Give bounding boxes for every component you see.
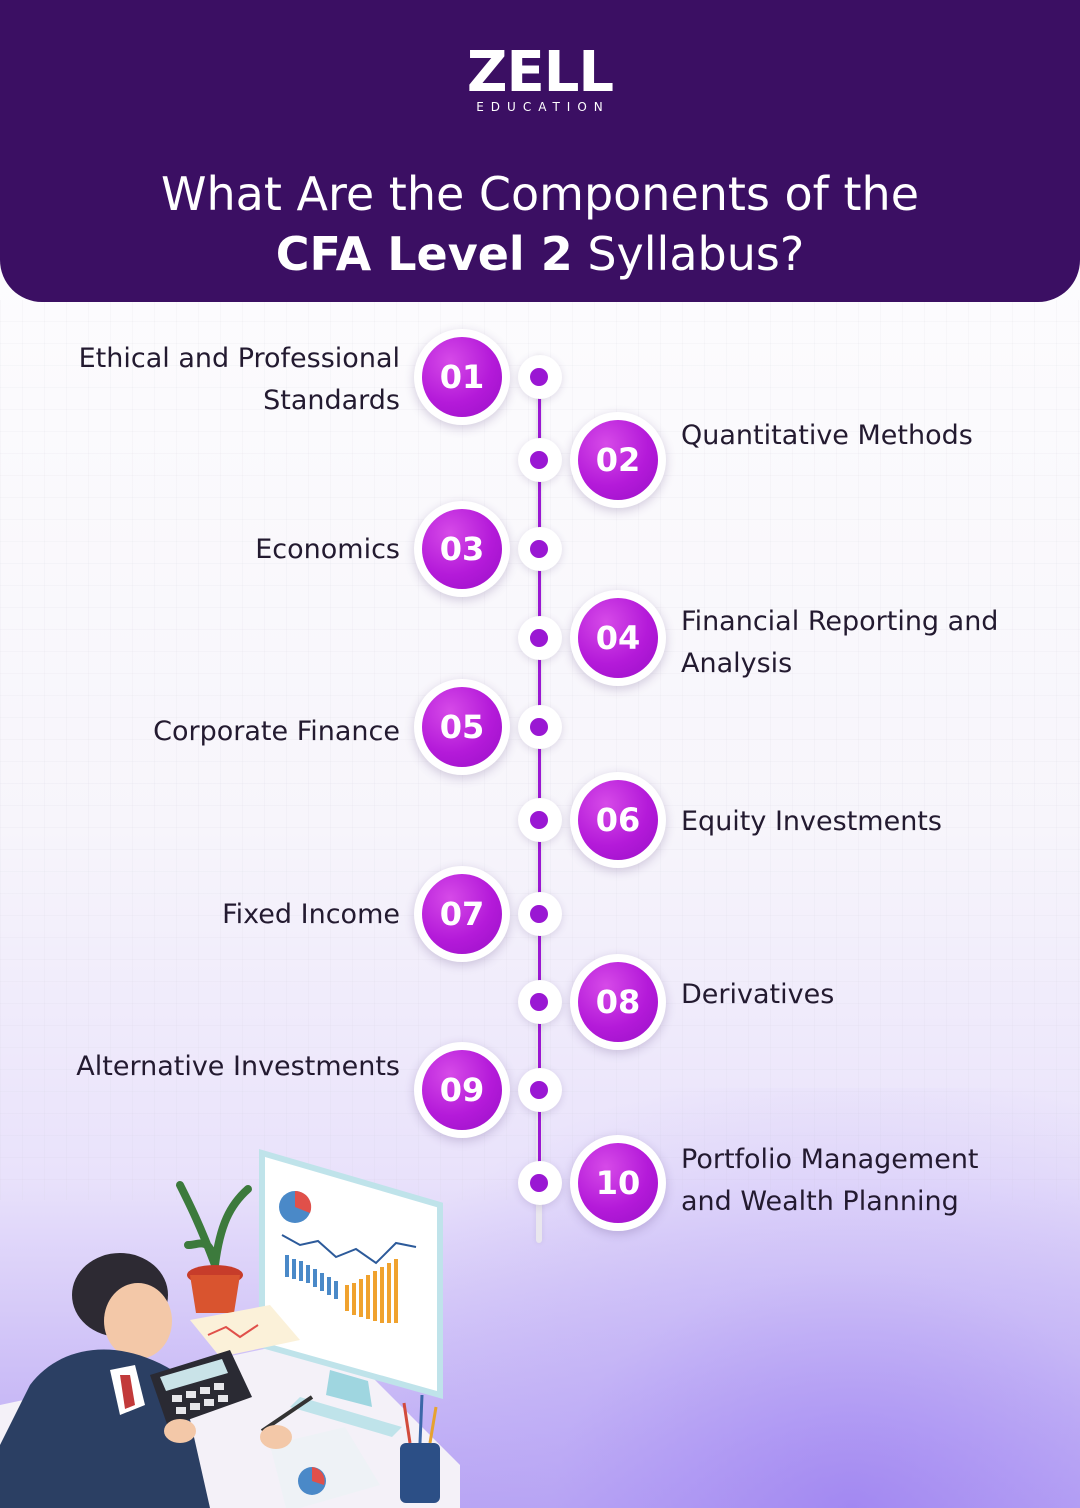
number-badge: 01 <box>414 329 510 425</box>
badge-number: 05 <box>422 687 502 767</box>
timeline-dot <box>528 1172 550 1194</box>
timeline-dot <box>528 1079 550 1101</box>
logo-subtitle: EDUCATION <box>476 100 610 114</box>
syllabus-item-label: Quantitative Methods <box>681 420 973 451</box>
syllabus-item-label: Corporate Finance <box>153 716 400 747</box>
title-rest: Syllabus? <box>572 227 805 281</box>
syllabus-item-label: Economics <box>255 534 400 565</box>
timeline-dot <box>528 903 550 925</box>
number-badge: 03 <box>414 501 510 597</box>
syllabus-item-label: Portfolio Management and Wealth Planning <box>681 1144 979 1217</box>
badge-number: 07 <box>422 874 502 954</box>
title-line-1: What Are the Components of the <box>161 167 919 221</box>
timeline-dot <box>528 366 550 388</box>
number-badge: 02 <box>570 412 666 508</box>
syllabus-item-label: Derivatives <box>681 979 835 1010</box>
timeline-dot <box>528 991 550 1013</box>
syllabus-item-label: Equity Investments <box>681 806 942 837</box>
logo-word: ZELL <box>466 40 614 105</box>
syllabus-item-label: Financial Reporting and Analysis <box>681 606 999 679</box>
header-banner: ZELL EDUCATION What Are the Components o… <box>0 0 1080 302</box>
badge-number: 08 <box>578 962 658 1042</box>
badge-number: 06 <box>578 780 658 860</box>
analyst-at-desk-illustration <box>0 1148 460 1508</box>
number-badge: 10 <box>570 1135 666 1231</box>
timeline-dot <box>528 449 550 471</box>
timeline-dot <box>528 538 550 560</box>
badge-number: 03 <box>422 509 502 589</box>
background-glow <box>320 1088 1080 1508</box>
number-badge: 06 <box>570 772 666 868</box>
timeline-line <box>538 372 541 1187</box>
badge-number: 10 <box>578 1143 658 1223</box>
number-badge: 04 <box>570 590 666 686</box>
title-bold: CFA Level 2 <box>275 227 573 281</box>
zell-logo: ZELL EDUCATION <box>0 40 1080 115</box>
badge-number: 09 <box>422 1050 502 1130</box>
number-badge: 07 <box>414 866 510 962</box>
number-badge: 09 <box>414 1042 510 1138</box>
badge-number: 01 <box>422 337 502 417</box>
title-line-2: CFA Level 2 Syllabus? <box>0 224 1080 284</box>
syllabus-item-label: Alternative Investments <box>76 1051 400 1082</box>
number-badge: 05 <box>414 679 510 775</box>
badge-number: 04 <box>578 598 658 678</box>
number-badge: 08 <box>570 954 666 1050</box>
timeline-dot <box>528 809 550 831</box>
syllabus-item-label: Fixed Income <box>222 899 400 930</box>
timeline-dot <box>528 716 550 738</box>
timeline-dot <box>528 627 550 649</box>
badge-number: 02 <box>578 420 658 500</box>
syllabus-item-label: Ethical and Professional Standards <box>78 343 400 416</box>
page-title: What Are the Components of the CFA Level… <box>0 164 1080 284</box>
